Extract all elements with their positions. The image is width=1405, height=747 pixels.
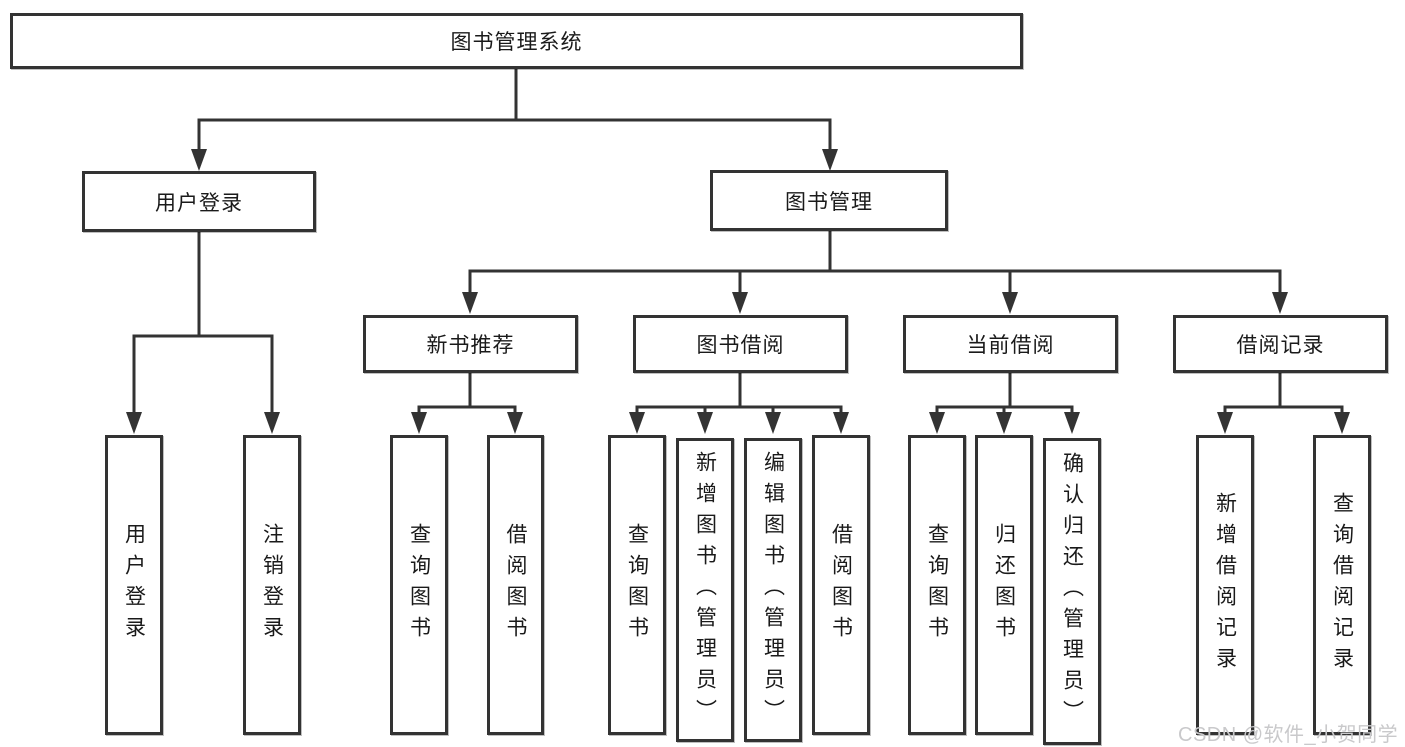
node-book-borrow: 图书借阅	[633, 315, 848, 373]
leaf-confirm-return-admin: 确认归还（管理员）	[1043, 438, 1101, 745]
arrowheads	[126, 149, 1350, 434]
node-library-system-root: 图书管理系统	[10, 13, 1023, 69]
csdn-watermark: CSDN @软件_小贺同学	[1178, 724, 1399, 746]
leaf-user-login: 用户登录	[105, 435, 163, 735]
leaf-add-borrow-record: 新增借阅记录	[1196, 435, 1254, 735]
node-new-book-recommend: 新书推荐	[363, 315, 578, 373]
leaf-query-books: 查询图书	[390, 435, 448, 735]
leaf-query-books: 查询图书	[608, 435, 666, 735]
leaf-query-books: 查询图书	[908, 435, 966, 735]
leaf-add-books-admin: 新增图书（管理员）	[676, 438, 734, 742]
node-current-borrow: 当前借阅	[903, 315, 1118, 373]
leaf-borrow-books: 借阅图书	[812, 435, 870, 735]
leaf-return-books: 归还图书	[975, 435, 1033, 735]
leaf-query-borrow-record: 查询借阅记录	[1313, 435, 1371, 735]
leaf-edit-books-admin: 编辑图书（管理员）	[744, 438, 802, 742]
node-borrow-records: 借阅记录	[1173, 315, 1388, 373]
node-book-management: 图书管理	[710, 170, 948, 231]
node-user-login: 用户登录	[82, 171, 316, 232]
leaf-logout: 注销登录	[243, 435, 301, 735]
leaf-borrow-books: 借阅图书	[487, 435, 544, 735]
